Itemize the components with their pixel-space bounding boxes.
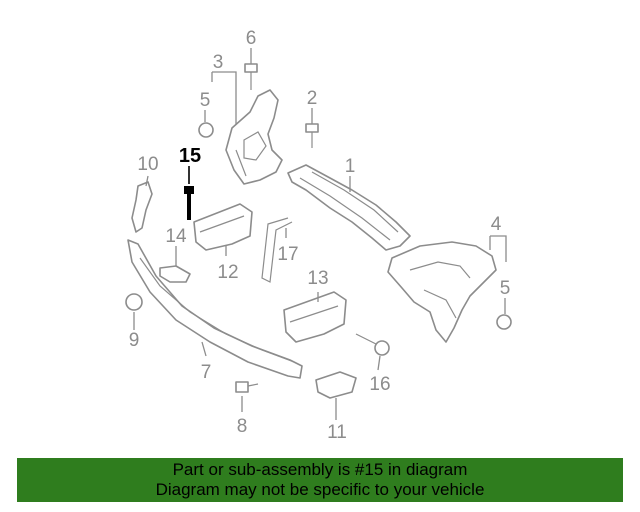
part-10-bracket bbox=[131, 181, 153, 233]
callout-7: 7 bbox=[201, 362, 212, 383]
fastener-9-nut bbox=[125, 293, 143, 311]
callout-16: 16 bbox=[369, 374, 390, 395]
banner-line-part: Part or sub-assembly is #15 in diagram bbox=[172, 460, 468, 479]
callout-2: 2 bbox=[307, 88, 318, 109]
fastener-6-bolt bbox=[244, 63, 258, 90]
info-banner: Part or sub-assembly is #15 in diagram D… bbox=[17, 458, 623, 502]
callout-11: 11 bbox=[327, 422, 347, 443]
callout-15-highlighted: 15 bbox=[179, 145, 201, 167]
callout-6: 6 bbox=[246, 28, 257, 49]
part-11-bracket bbox=[315, 371, 357, 399]
callout-5-right: 5 bbox=[500, 278, 511, 299]
callout-5-left: 5 bbox=[200, 90, 211, 111]
callout-8: 8 bbox=[237, 416, 248, 437]
callout-13: 13 bbox=[307, 268, 328, 289]
part-17-rod bbox=[261, 217, 293, 283]
fastener-2-bolt bbox=[305, 123, 319, 148]
callout-17: 17 bbox=[277, 244, 298, 265]
fastener-15-bolt bbox=[184, 186, 194, 220]
leader-lines bbox=[133, 48, 507, 420]
part-12-plate bbox=[193, 203, 253, 251]
callout-14: 14 bbox=[165, 226, 187, 247]
part-1-cross-member bbox=[287, 164, 411, 251]
part-14-clip bbox=[159, 265, 191, 283]
part-7-reinforcement bbox=[127, 239, 303, 379]
fastener-5-nut-left bbox=[198, 122, 214, 138]
callout-12: 12 bbox=[217, 262, 238, 283]
part-4-right-bracket bbox=[387, 241, 497, 343]
banner-line-disclaimer: Diagram may not be specific to your vehi… bbox=[155, 480, 485, 499]
fastener-8-bolt bbox=[235, 381, 259, 393]
callout-1: 1 bbox=[345, 156, 356, 177]
part-3-left-bracket bbox=[225, 89, 283, 185]
callout-labels: 6 3 5 2 1 4 5 10 14 12 17 13 9 7 16 8 11… bbox=[129, 28, 511, 443]
fastener-5-nut-right bbox=[496, 314, 512, 330]
callout-9: 9 bbox=[129, 330, 140, 351]
callout-10: 10 bbox=[137, 154, 158, 175]
callout-4: 4 bbox=[491, 214, 502, 235]
part-13-plate bbox=[283, 291, 347, 343]
callout-3: 3 bbox=[213, 52, 224, 73]
fastener-16-bolt bbox=[355, 333, 390, 356]
